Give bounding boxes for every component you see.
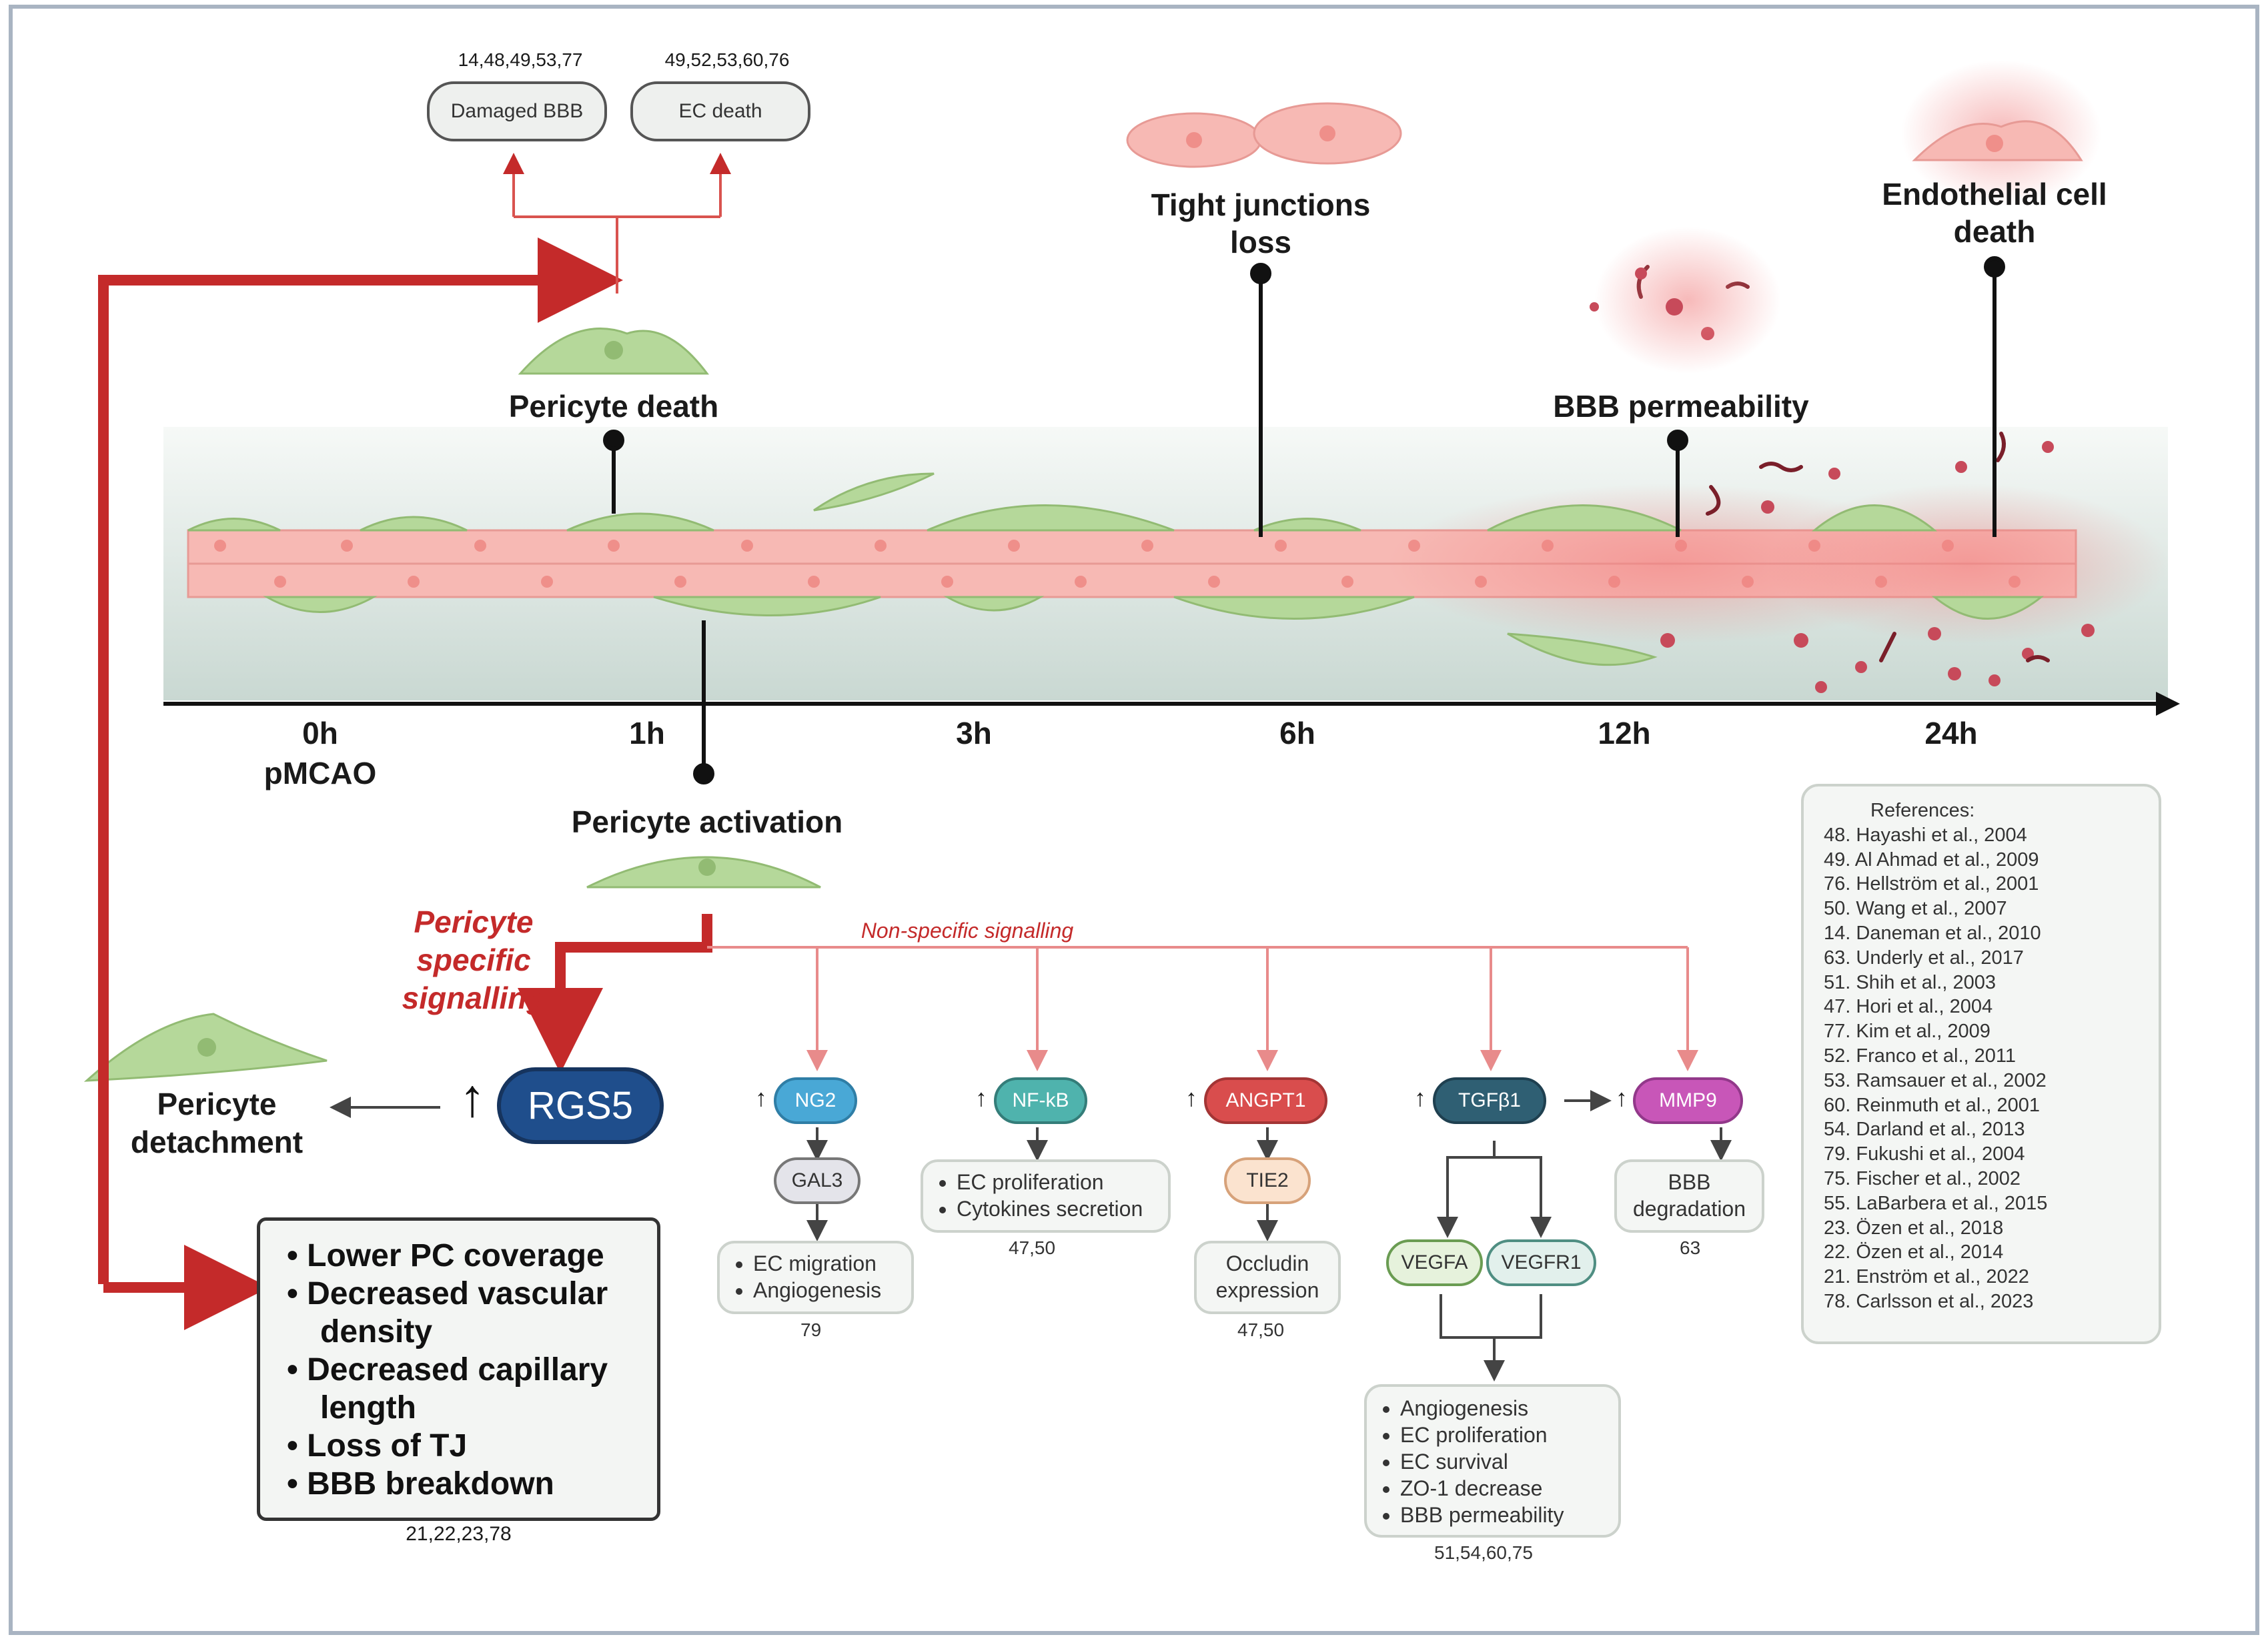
mmp9-effects-box: BBB degradation [1614, 1159, 1764, 1233]
rgs5-up-arrow: ↑ [459, 1068, 486, 1127]
outcome-2: • Decreased vascular [287, 1276, 608, 1311]
pericyte-icon-detachment [83, 1013, 328, 1082]
damaged-bbb-refs: 14,48,49,53,77 [458, 49, 583, 70]
ec-death-box: EC death [630, 81, 810, 141]
tick-12h: 12h [1598, 716, 1651, 750]
ng2-effects-box: EC migrationAngiogenesis [717, 1241, 914, 1314]
reference-item: 48. Hayashi et al., 2004 [1824, 824, 2027, 846]
gal3-pill: GAL3 [774, 1157, 861, 1204]
bbb-permeability-label: BBB permeability [1553, 389, 1809, 424]
references-title: References: [1870, 800, 1975, 821]
references-list: 48. Hayashi et al., 2004 49. Al Ahmad et … [1824, 823, 2159, 1314]
specific-signalling-2: specific [416, 943, 531, 977]
ng2-up-arrow: ↑ [755, 1084, 767, 1111]
outcome-3: • Decreased capillary [287, 1352, 608, 1388]
endothelial-icon-tj [1126, 102, 1402, 168]
nonspecific-signalling-label: Non-specific signalling [861, 919, 1074, 943]
nfkb-up-arrow: ↑ [975, 1084, 987, 1111]
tgfb-refs: 51,54,60,75 [1434, 1542, 1533, 1563]
outcome-3b: length [320, 1390, 416, 1426]
tick-24h: 24h [1924, 716, 1978, 750]
references-box: References: 48. Hayashi et al., 2004 49. … [1801, 784, 2161, 1344]
reference-item: 78. Carlsson et al., 2023 [1824, 1290, 2034, 1312]
tgfb1-pill: TGFβ1 [1433, 1077, 1546, 1124]
reference-item: 53. Ramsauer et al., 2002 [1824, 1069, 2047, 1091]
reference-item: 47. Hori et al., 2004 [1824, 996, 1993, 1018]
damaged-bbb-box: Damaged BBB [427, 81, 607, 141]
vegfa-pill: VEGFA [1386, 1239, 1483, 1286]
reference-item: 54. Darland et al., 2013 [1824, 1119, 2025, 1141]
event-pins [603, 256, 2005, 784]
mmp9-pill: MMP9 [1633, 1077, 1743, 1124]
outcome-2b: density [320, 1314, 433, 1349]
pericyte-activation-label: Pericyte activation [571, 804, 843, 839]
outcome-1: • Lower PC coverage [287, 1238, 604, 1273]
tick-pmcao: pMCAO [263, 756, 377, 790]
reference-item: 50. Wang et al., 2007 [1824, 898, 2007, 920]
tgfb1-up-arrow: ↑ [1414, 1084, 1426, 1111]
tight-junctions-label-2: loss [1229, 225, 1292, 259]
pericytes-on-vessel [187, 472, 2045, 666]
nonspecific-branches [707, 946, 1698, 1071]
angpt1-up-arrow: ↑ [1185, 1084, 1197, 1111]
ng2-refs: 79 [800, 1319, 822, 1340]
outcomes-refs: 21,22,23,78 [406, 1523, 512, 1545]
tgfb-effects-box: Angiogenesis EC proliferation EC surviva… [1364, 1384, 1621, 1538]
specific-signalling-3: signalling [402, 981, 546, 1015]
outcome-4: • Loss of TJ [287, 1428, 468, 1464]
ec-death-label-1: Endothelial cell [1882, 177, 2107, 211]
reference-item: 77. Kim et al., 2009 [1824, 1021, 1991, 1043]
reference-item: 75. Fischer et al., 2002 [1824, 1167, 2021, 1189]
tick-3h: 3h [956, 716, 992, 750]
pericyte-death-label: Pericyte death [508, 389, 719, 424]
reference-item: 49. Al Ahmad et al., 2009 [1824, 849, 2039, 871]
reference-item: 52. Franco et al., 2011 [1824, 1045, 2017, 1067]
nfkb-pill: NF-kB [994, 1077, 1087, 1124]
reference-item: 21. Enström et al., 2022 [1824, 1266, 2029, 1288]
pathway-connectors [330, 1090, 1732, 1382]
endothelial-icon-death [1901, 60, 2101, 207]
reference-item: 55. LaBarbera et al., 2015 [1824, 1192, 2048, 1214]
tick-0h: 0h [302, 716, 338, 750]
top-branch-lines [503, 153, 731, 294]
outcomes-box: • Lower PC coverage • Decreased vascular… [257, 1217, 660, 1521]
figure-frame [9, 5, 2259, 1635]
rgs5-pill: RGS5 [497, 1067, 664, 1144]
nfkb-refs: 47,50 [1009, 1237, 1056, 1258]
reference-item: 51. Shih et al., 2003 [1824, 971, 1996, 993]
pericyte-detachment-1: Pericyte [157, 1087, 277, 1121]
outcome-5: • BBB breakdown [287, 1466, 554, 1502]
reference-item: 63. Underly et al., 2017 [1824, 947, 2024, 969]
mmp9-up-arrow: ↑ [1616, 1084, 1628, 1111]
angpt1-pill: ANGPT1 [1204, 1077, 1327, 1124]
angpt1-effects-box: Occludin expression [1194, 1241, 1341, 1314]
tie2-pill: TIE2 [1224, 1157, 1311, 1204]
red-feedback-arrows [98, 237, 712, 1330]
pericyte-icon-death [518, 328, 710, 375]
reference-item: 22. Özen et al., 2014 [1824, 1241, 2004, 1263]
ng2-pill: NG2 [774, 1077, 857, 1124]
pericyte-detachment-2: detachment [130, 1125, 304, 1159]
reference-item: 60. Reinmuth et al., 2001 [1824, 1094, 2041, 1116]
tight-junctions-label-1: Tight junctions [1151, 187, 1371, 222]
reference-item: 14. Daneman et al., 2010 [1824, 922, 2041, 944]
ec-death-refs: 49,52,53,60,76 [664, 49, 790, 70]
nfkb-effects-box: EC proliferationCytokines secretion [921, 1159, 1171, 1233]
reference-item: 23. Özen et al., 2018 [1824, 1217, 2004, 1239]
mmp9-refs: 63 [1680, 1237, 1701, 1258]
pericyte-icon-activation [586, 856, 821, 889]
ec-death-label-2: death [1953, 214, 2036, 249]
angpt1-refs: 47,50 [1237, 1319, 1285, 1340]
reference-item: 76. Hellström et al., 2001 [1824, 873, 2039, 895]
tick-6h: 6h [1279, 716, 1315, 750]
vegfr1-pill: VEGFR1 [1486, 1239, 1596, 1286]
specific-signalling-1: Pericyte [414, 905, 534, 939]
reference-item: 79. Fukushi et al., 2004 [1824, 1143, 2025, 1165]
tick-1h: 1h [629, 716, 665, 750]
